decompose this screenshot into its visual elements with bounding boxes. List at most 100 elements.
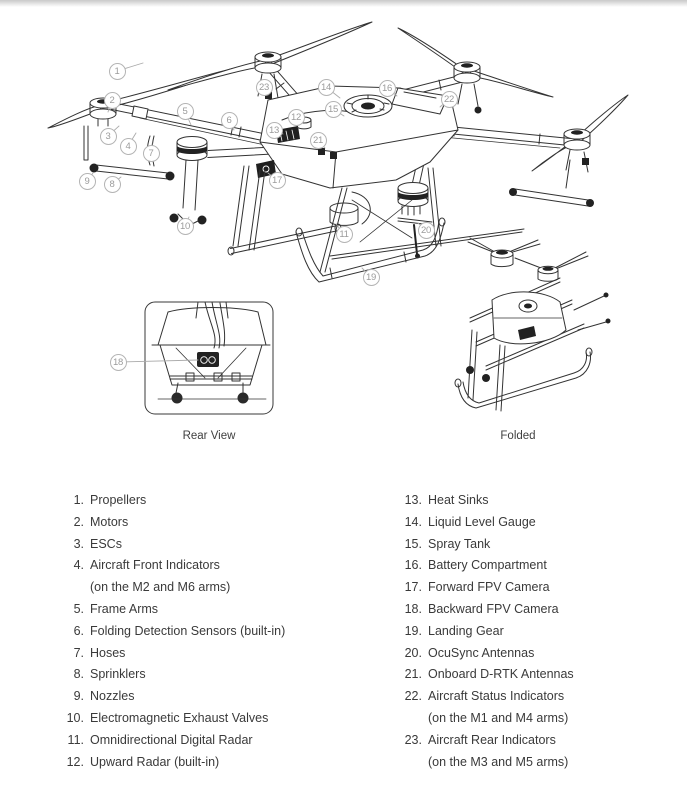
callout-1: 1 — [108, 62, 126, 80]
legend-item-label: Omnidirectional Digital Radar — [90, 732, 253, 747]
callout-6: 6 — [220, 111, 238, 129]
callout-18: 18 — [109, 353, 127, 371]
legend-item-note: (on the M1 and M4 arms) — [428, 710, 569, 725]
legend-item-label: Landing Gear — [428, 623, 504, 638]
legend-item-number: 18. — [404, 601, 422, 616]
legend-item-label: Upward Radar (built-in) — [90, 754, 220, 769]
legend-item-label: ESCs — [90, 536, 122, 551]
d-rtk-antenna-art — [318, 148, 337, 159]
callout-11: 11 — [335, 225, 353, 243]
callout-20: 20 — [417, 221, 435, 239]
legend-item: 23.Aircraft Rear Indicators(on the M3 an… — [390, 730, 680, 774]
callout-17: 17 — [268, 171, 286, 189]
legend-item-note: (on the M2 and M6 arms) — [90, 580, 231, 595]
legend-item-number: 10. — [66, 710, 84, 725]
legend-item: 6. Folding Detection Sensors (built-in) — [53, 621, 383, 643]
legend-item: 19. Landing Gear — [390, 621, 680, 643]
legend-item: 22.Aircraft Status Indicators(on the M1 … — [390, 686, 680, 730]
body-art — [256, 85, 459, 189]
legend-item-number: 12. — [66, 754, 84, 769]
liquid-level-gauge-art — [343, 94, 393, 118]
page-edge-shadow — [0, 0, 687, 7]
legend-item-number: 4. — [73, 558, 84, 573]
callout-2: 2 — [103, 91, 121, 109]
legend-item-number: 21. — [404, 667, 422, 682]
callout-13: 13 — [265, 121, 283, 139]
legend-item-number: 23. — [404, 732, 422, 747]
legend-item: 20. OcuSync Antennas — [390, 643, 680, 665]
legend-item-label: OcuSync Antennas — [428, 645, 535, 660]
legend-item-label: Motors — [90, 514, 129, 529]
drone-illustration — [47, 21, 629, 283]
motor-right-rear — [563, 128, 591, 173]
callout-14: 14 — [317, 78, 335, 96]
callout-19: 19 — [362, 268, 380, 286]
legend-item-label: Liquid Level Gauge — [428, 514, 536, 529]
callout-22: 22 — [440, 90, 458, 108]
legend-item-label: Nozzles — [90, 689, 135, 704]
legend-item: 12. Upward Radar (built-in) — [53, 752, 383, 774]
legend-item-note: (on the M3 and M5 arms) — [428, 754, 569, 769]
legend-item-number: 19. — [404, 623, 422, 638]
callout-15: 15 — [324, 100, 342, 118]
legend-item: 7.Hoses — [53, 643, 383, 665]
motor-front-left — [176, 136, 208, 211]
legend-item-number: 9. — [73, 689, 84, 704]
legend-item: 14. Liquid Level Gauge — [390, 512, 680, 534]
callout-12: 12 — [287, 108, 305, 126]
callout-leader — [117, 359, 199, 363]
legend-item-label: Forward FPV Camera — [428, 580, 550, 595]
callout-9: 9 — [78, 172, 96, 190]
legend-item: 4. Aircraft Front Indicators(on the M2 an… — [53, 555, 383, 599]
landing-gear-art — [227, 165, 446, 283]
motors-art — [83, 51, 591, 216]
legend-item: 21.Onboard D-RTK Antennas — [390, 664, 680, 686]
callout-7: 7 — [142, 144, 160, 162]
legend-item-label: Battery Compartment — [428, 558, 547, 573]
legend-item-number: 8. — [73, 667, 84, 682]
backward-fpv-camera-art — [197, 352, 219, 367]
legend-item-number: 16. — [404, 558, 422, 573]
motor-front-right — [397, 182, 429, 216]
callout-16: 16 — [378, 79, 396, 97]
legend-item: 10. Electromagnetic Exhaust Valves — [53, 708, 383, 730]
callout-23: 23 — [255, 78, 273, 96]
legend-item-number: 11. — [67, 732, 84, 747]
legend-item: 13.Heat Sinks — [390, 490, 680, 512]
folded-caption: Folded — [500, 430, 536, 442]
radar-art — [329, 191, 371, 226]
legend-item-label: Aircraft Front Indicators(on the M2 and … — [90, 555, 383, 599]
legend-item: 11. Omnidirectional Digital Radar — [53, 730, 383, 752]
legend-item-number: 1. — [73, 493, 84, 507]
callout-4: 4 — [119, 137, 137, 155]
legend-item-label: Folding Detection Sensors (built-in) — [90, 623, 286, 638]
legend-item-number: 22. — [404, 689, 422, 704]
legend-item: 2. Motors — [53, 512, 383, 534]
legend-item-label: Electromagnetic Exhaust Valves — [90, 710, 269, 725]
motor-top-left — [254, 51, 282, 99]
legend-item: 18.Backward FPV Camera — [390, 599, 680, 621]
legend-item: 3. ESCs — [53, 534, 383, 556]
legend-item-number: 7. — [73, 645, 84, 660]
legend-item-number: 15. — [404, 536, 422, 551]
motor-top-right — [453, 61, 482, 114]
callout-21: 21 — [309, 131, 327, 149]
legend-item-label: Sprinklers — [90, 667, 146, 682]
legend-item-number: 2. — [73, 514, 84, 529]
legend-item: 9. Nozzles — [53, 686, 383, 708]
legend-item: 5. Frame Arms — [53, 599, 383, 621]
legend-item-number: 20. — [404, 645, 422, 660]
legend-item-number: 6. — [73, 623, 84, 638]
legend-item-label: Frame Arms — [90, 601, 159, 616]
legend-item-number: 5. — [73, 601, 84, 616]
legend-item-number: 3. — [73, 536, 84, 551]
legend-item: 17.Forward FPV Camera — [390, 577, 680, 599]
legend-item-label: Heat Sinks — [428, 493, 489, 507]
battery-compartment-art — [391, 87, 449, 115]
legend-item-number: 14. — [404, 514, 422, 529]
legend-item: 16. Battery Compartment — [390, 555, 680, 577]
legend-item: 8. Sprinklers — [53, 664, 383, 686]
